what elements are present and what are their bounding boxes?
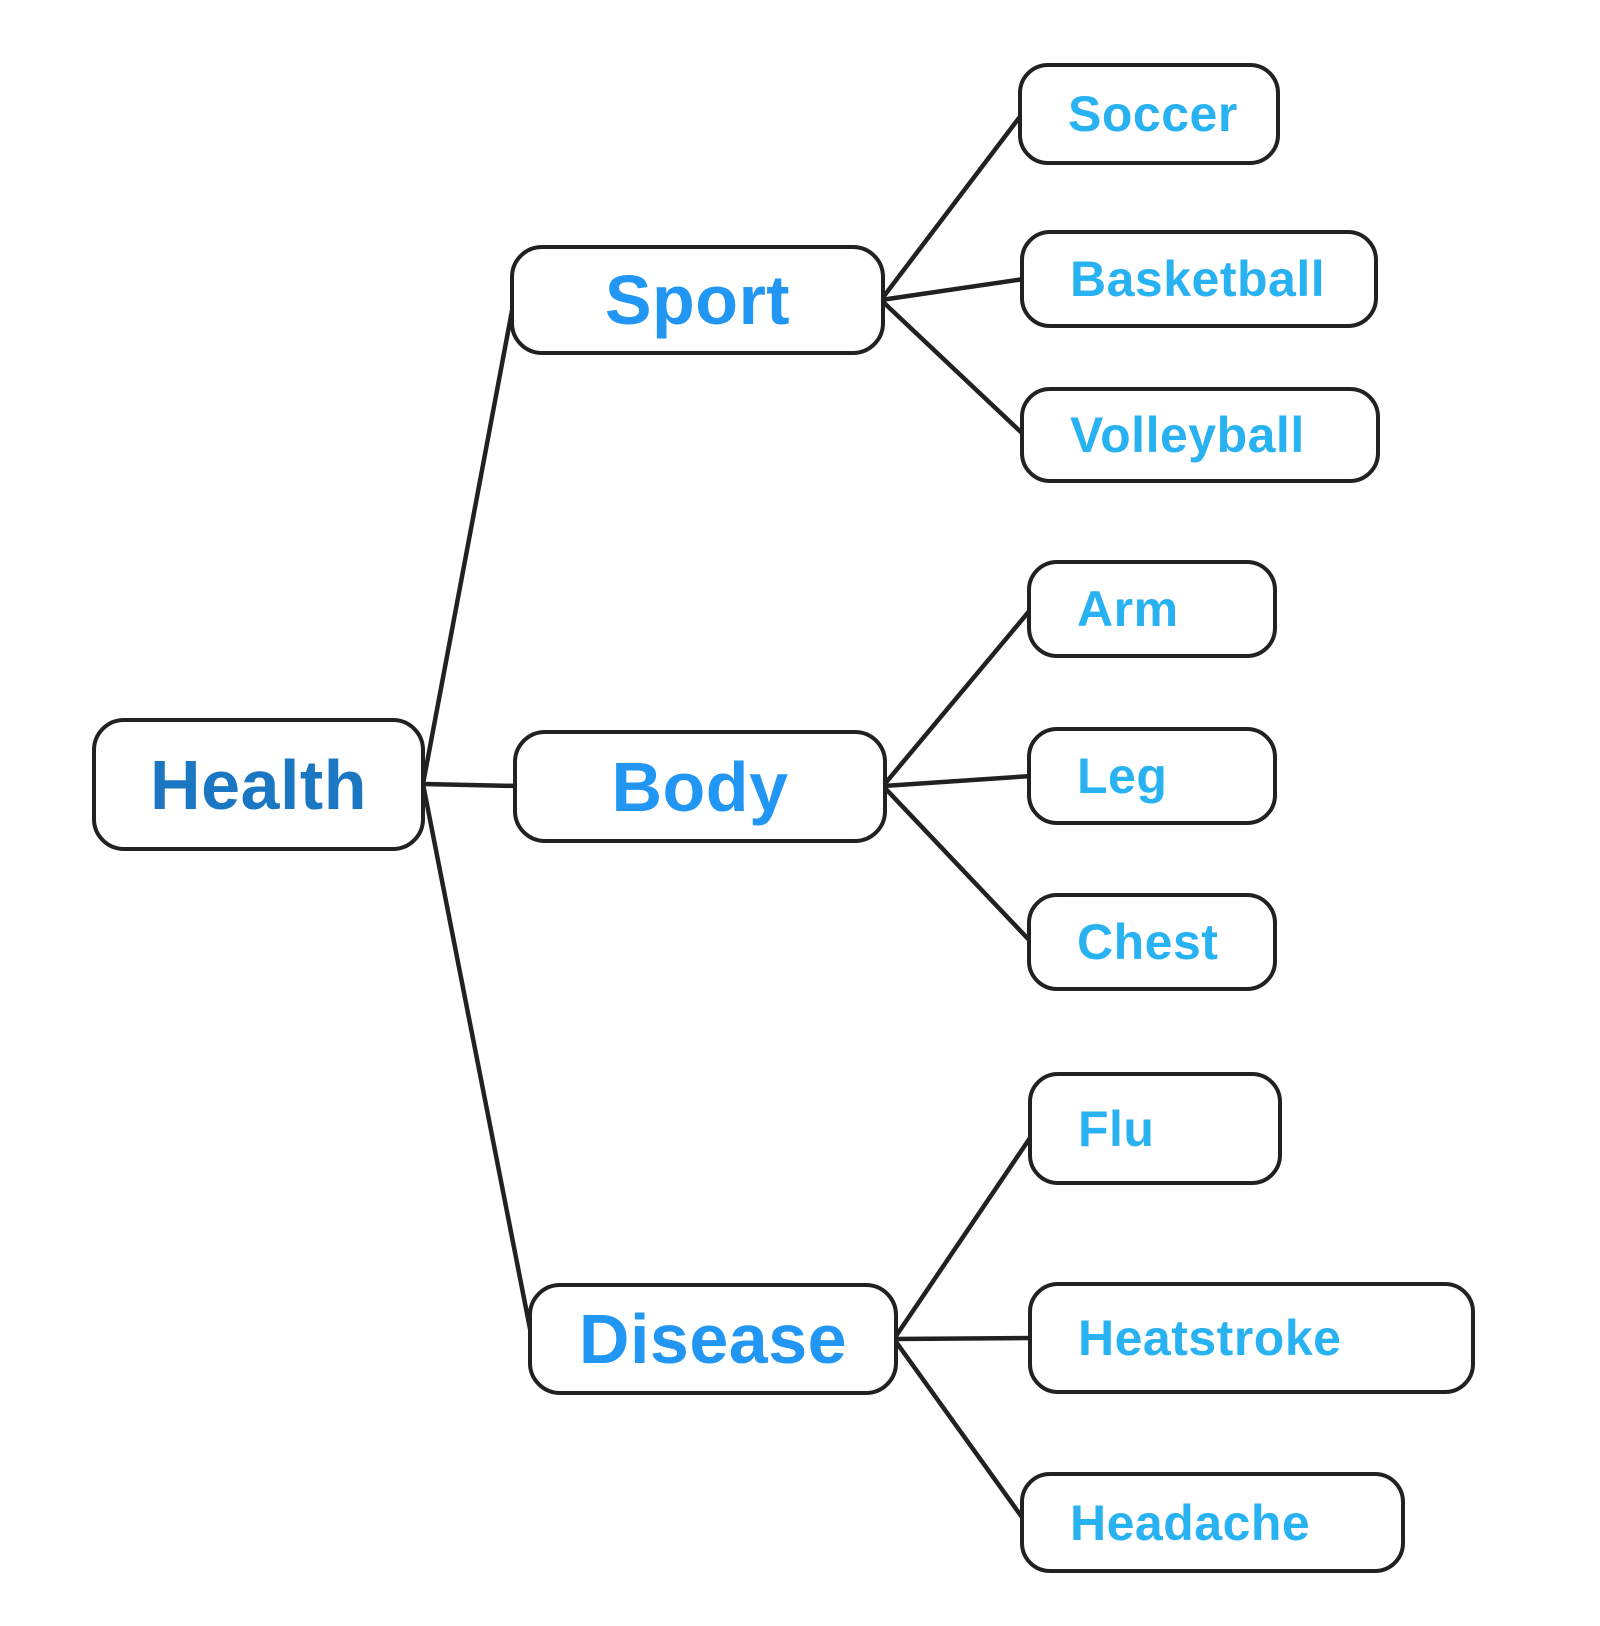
node-body[interactable]: Body xyxy=(513,730,887,843)
node-heatstroke[interactable]: Heatstroke xyxy=(1028,1282,1475,1394)
node-basketball-label: Basketball xyxy=(1070,251,1326,307)
node-volleyball-label: Volleyball xyxy=(1070,407,1305,463)
node-headache-label: Headache xyxy=(1070,1494,1311,1551)
edge-disease-headache xyxy=(891,1336,1027,1523)
node-arm[interactable]: Arm xyxy=(1027,560,1277,658)
node-disease[interactable]: Disease xyxy=(528,1283,898,1395)
node-volleyball[interactable]: Volleyball xyxy=(1020,387,1380,483)
node-body-label: Body xyxy=(611,747,789,826)
node-sport[interactable]: Sport xyxy=(510,245,885,355)
node-flu-label: Flu xyxy=(1078,1100,1155,1157)
node-health-label: Health xyxy=(150,745,367,824)
node-arm-label: Arm xyxy=(1077,581,1179,637)
node-sport-label: Sport xyxy=(604,261,791,339)
edge-sport-volleyball xyxy=(878,297,1027,438)
node-chest-label: Chest xyxy=(1077,914,1219,970)
edge-health-sport xyxy=(420,297,517,787)
edge-health-body xyxy=(420,781,520,789)
edge-sport-basketball xyxy=(878,276,1027,303)
edge-sport-soccer xyxy=(878,111,1025,303)
edge-body-chest xyxy=(880,783,1034,945)
edge-disease-heatstroke xyxy=(891,1335,1035,1342)
edge-body-arm xyxy=(880,606,1034,789)
node-heatstroke-label: Heatstroke xyxy=(1078,1310,1342,1366)
node-disease-label: Disease xyxy=(578,1300,848,1378)
edge-health-disease xyxy=(420,781,535,1342)
node-leg[interactable]: Leg xyxy=(1027,727,1277,825)
node-chest[interactable]: Chest xyxy=(1027,893,1277,991)
node-soccer[interactable]: Soccer xyxy=(1018,63,1280,165)
node-health[interactable]: Health xyxy=(92,718,425,851)
edge-disease-flu xyxy=(891,1132,1035,1342)
node-soccer-label: Soccer xyxy=(1068,86,1238,142)
node-headache[interactable]: Headache xyxy=(1020,1472,1405,1573)
node-flu[interactable]: Flu xyxy=(1028,1072,1282,1185)
node-basketball[interactable]: Basketball xyxy=(1020,230,1378,328)
edge-body-leg xyxy=(880,773,1034,789)
node-leg-label: Leg xyxy=(1077,748,1168,804)
